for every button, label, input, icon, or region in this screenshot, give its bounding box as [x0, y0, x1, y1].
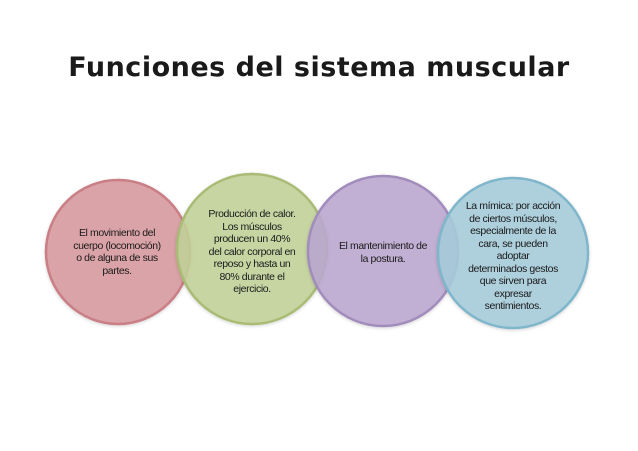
circle-heat-production-text: Producción de calor. Los músculos produc…: [208, 208, 296, 295]
circle-posture-text: El mantenimiento de la postura.: [338, 240, 428, 265]
circle-mimicry-text: La mímica: por acción de ciertos músculo…: [465, 200, 561, 312]
circle-locomotion-text: El movimiento del cuerpo (locomoción) o …: [73, 227, 161, 277]
circle-mimicry: [436, 176, 590, 330]
page-title: Funciones del sistema muscular: [68, 52, 570, 83]
